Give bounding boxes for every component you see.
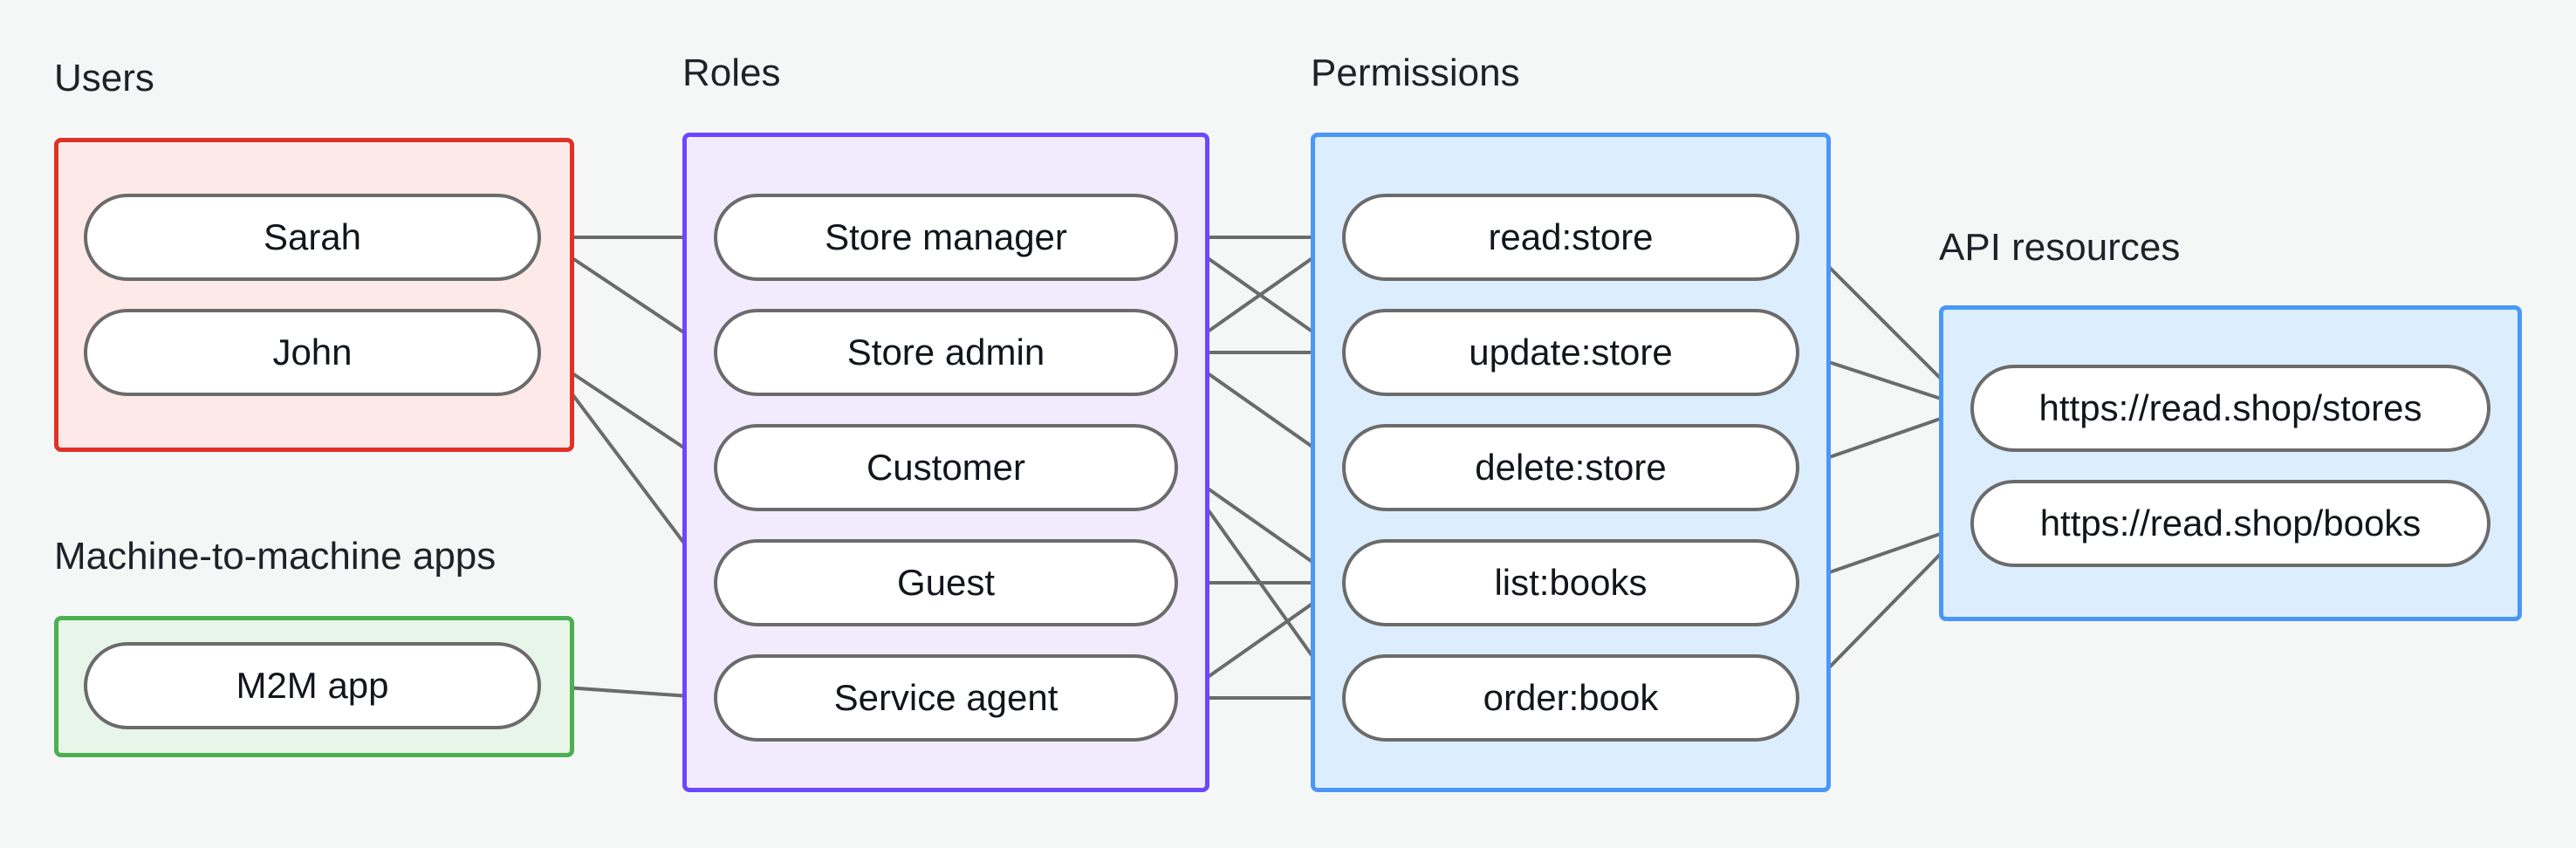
group-label-roles: Roles [682, 51, 781, 94]
node-m2m-app[interactable]: M2M app [84, 642, 541, 729]
node-customer[interactable]: Customer [714, 424, 1178, 511]
group-box-api-resources [1939, 305, 2522, 621]
node-list-books[interactable]: list:books [1342, 539, 1799, 626]
group-label-api-resources: API resources [1939, 226, 2181, 269]
node-guest[interactable]: Guest [714, 539, 1178, 626]
node-service-agent[interactable]: Service agent [714, 654, 1178, 742]
group-label-permissions: Permissions [1311, 51, 1520, 94]
node-read-store[interactable]: read:store [1342, 194, 1799, 281]
group-box-users [54, 138, 574, 452]
node-store-admin[interactable]: Store admin [714, 309, 1178, 396]
group-label-users: Users [54, 57, 154, 99]
node-john[interactable]: John [84, 309, 541, 396]
group-label-m2m: Machine-to-machine apps [54, 535, 497, 578]
node-order-book[interactable]: order:book [1342, 654, 1799, 742]
node-api-books[interactable]: https://read.shop/books [1970, 480, 2490, 567]
node-update-store[interactable]: update:store [1342, 309, 1799, 396]
node-delete-store[interactable]: delete:store [1342, 424, 1799, 511]
node-store-manager[interactable]: Store manager [714, 194, 1178, 281]
node-api-stores[interactable]: https://read.shop/stores [1970, 365, 2490, 452]
node-sarah[interactable]: Sarah [84, 194, 541, 281]
